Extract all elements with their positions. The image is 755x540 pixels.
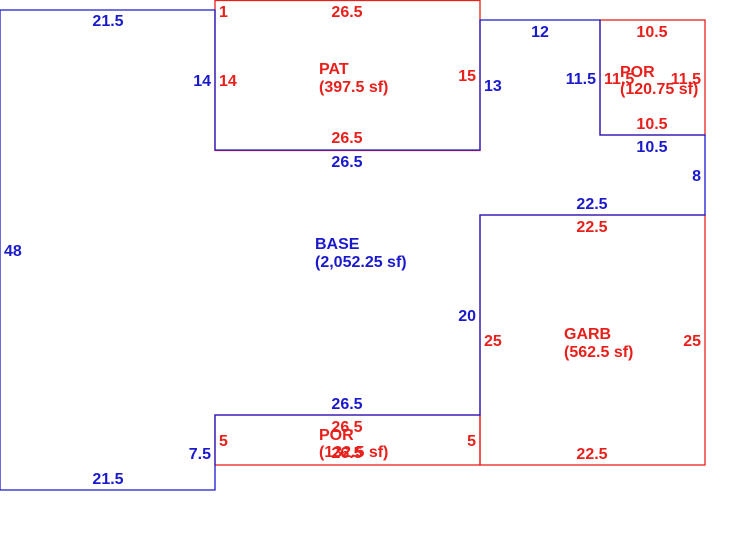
por-right-dim-left: 11.5 [604,71,634,88]
por-right-dim-right: 11.5 [671,71,701,88]
garb-dim-bottom: 22.5 [576,446,607,463]
pat-dim-right: 15 [458,68,476,85]
base-dim-bottom-left: 21.5 [92,471,123,488]
base-dim-pat-left: 14 [193,73,211,90]
base-dim-garb-top: 22.5 [576,196,607,213]
base-dim-por-bottom: 10.5 [636,139,667,156]
base-dim-right: 8 [692,168,701,185]
base-outline [0,9,706,491]
por-right-area-code: POR [620,64,655,81]
por-bottom-area-size: (132.5 sf) [319,444,388,461]
base-area-code: BASE [315,236,360,253]
por-bottom-dim-top: 26.5 [331,419,362,436]
garb-dim-top: 22.5 [576,219,607,236]
pat-area-code: PAT [319,61,349,78]
por-bottom-dim-bottom: 26.5 [331,445,362,462]
base-dim-pat-right: 13 [484,78,502,95]
pat-dim-top: 26.5 [331,4,362,21]
por-bottom-dim-left: 5 [219,433,228,450]
por-right-dim-bottom: 10.5 [636,116,667,133]
pat-dim-bottom: 26.5 [331,130,362,147]
por-bottom-dim-right: 5 [467,433,476,450]
base-dim-notch-left: 7.5 [189,446,211,463]
base-dim-inner-bottom: 26.5 [331,396,362,413]
por-bottom-area-code: POR [319,427,354,444]
garb-dim-right: 25 [683,333,701,350]
base-dim-pat-bottom: 26.5 [331,154,362,171]
base-dim-top-left: 21.5 [92,13,123,30]
base-dim-por-left: 11.5 [566,71,596,88]
garb-dim-left: 25 [484,333,502,350]
base-dim-left: 48 [4,243,22,260]
garb-area-size: (562.5 sf) [564,344,633,361]
base-dim-inner-right: 20 [458,308,476,325]
pat-dim-corner: 1 [219,4,228,21]
base-dim-por-top: 12 [531,24,549,41]
base-area-size: (2,052.25 sf) [315,254,407,271]
garb-area-code: GARB [564,326,611,343]
pat-dim-left: 14 [219,73,237,90]
por-right-dim-top: 10.5 [636,24,667,41]
pat-area-size: (397.5 sf) [319,79,388,96]
por-right-area-size: (120.75 sf) [620,81,698,98]
